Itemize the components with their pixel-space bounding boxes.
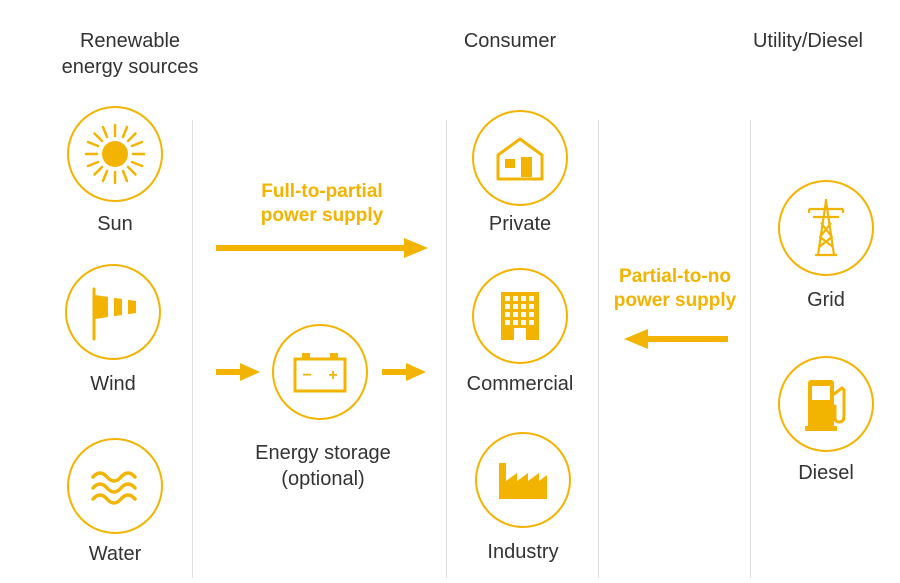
wind-label: Wind [90,373,136,395]
renewable-supply-arrow [216,238,428,258]
grid-node [778,180,874,276]
commercial-label: Commercial [466,373,574,395]
diesel-label: Diesel [798,462,854,484]
renewable-supply-label: Full-to-partial power supply [260,181,384,226]
water-label: Water [88,543,142,565]
private-node [472,110,568,206]
energy-storage-node: − + [272,324,368,420]
divider-2 [446,120,447,578]
divider-4 [750,120,751,578]
header-utility-diesel: Utility/Diesel [752,30,864,52]
header-consumer: Consumer [463,30,557,52]
header-renewable-sources: Renewable energy sources [61,30,199,78]
fuel-pump-icon [805,380,846,431]
power-pylon-icon [807,199,845,257]
water-node [67,438,163,534]
divider-1 [192,120,193,578]
industry-node [475,432,571,528]
energy-storage-label: Energy storage (optional) [255,442,391,490]
sun-icon [84,123,146,185]
battery-icon: − + [293,353,347,393]
industry-label: Industry [487,541,559,563]
windsock-icon [92,287,136,341]
grid-label: Grid [807,289,845,311]
factory-icon [499,463,547,499]
commercial-node [472,268,568,364]
waves-icon [91,471,137,505]
divider-3 [598,120,599,578]
sun-label: Sun [97,213,133,235]
battery-plus-sign: + [328,367,337,384]
utility-supply-label: Partial-to-no power supply [613,266,737,311]
house-icon [496,137,544,181]
battery-minus-sign: − [302,367,311,384]
private-label: Private [488,213,552,235]
office-building-icon [501,292,539,340]
wind-node [65,264,161,360]
sun-node [67,106,163,202]
storage-input-arrow [216,363,260,381]
utility-supply-arrow [624,329,728,349]
storage-output-arrow [382,363,426,381]
diesel-node [778,356,874,452]
